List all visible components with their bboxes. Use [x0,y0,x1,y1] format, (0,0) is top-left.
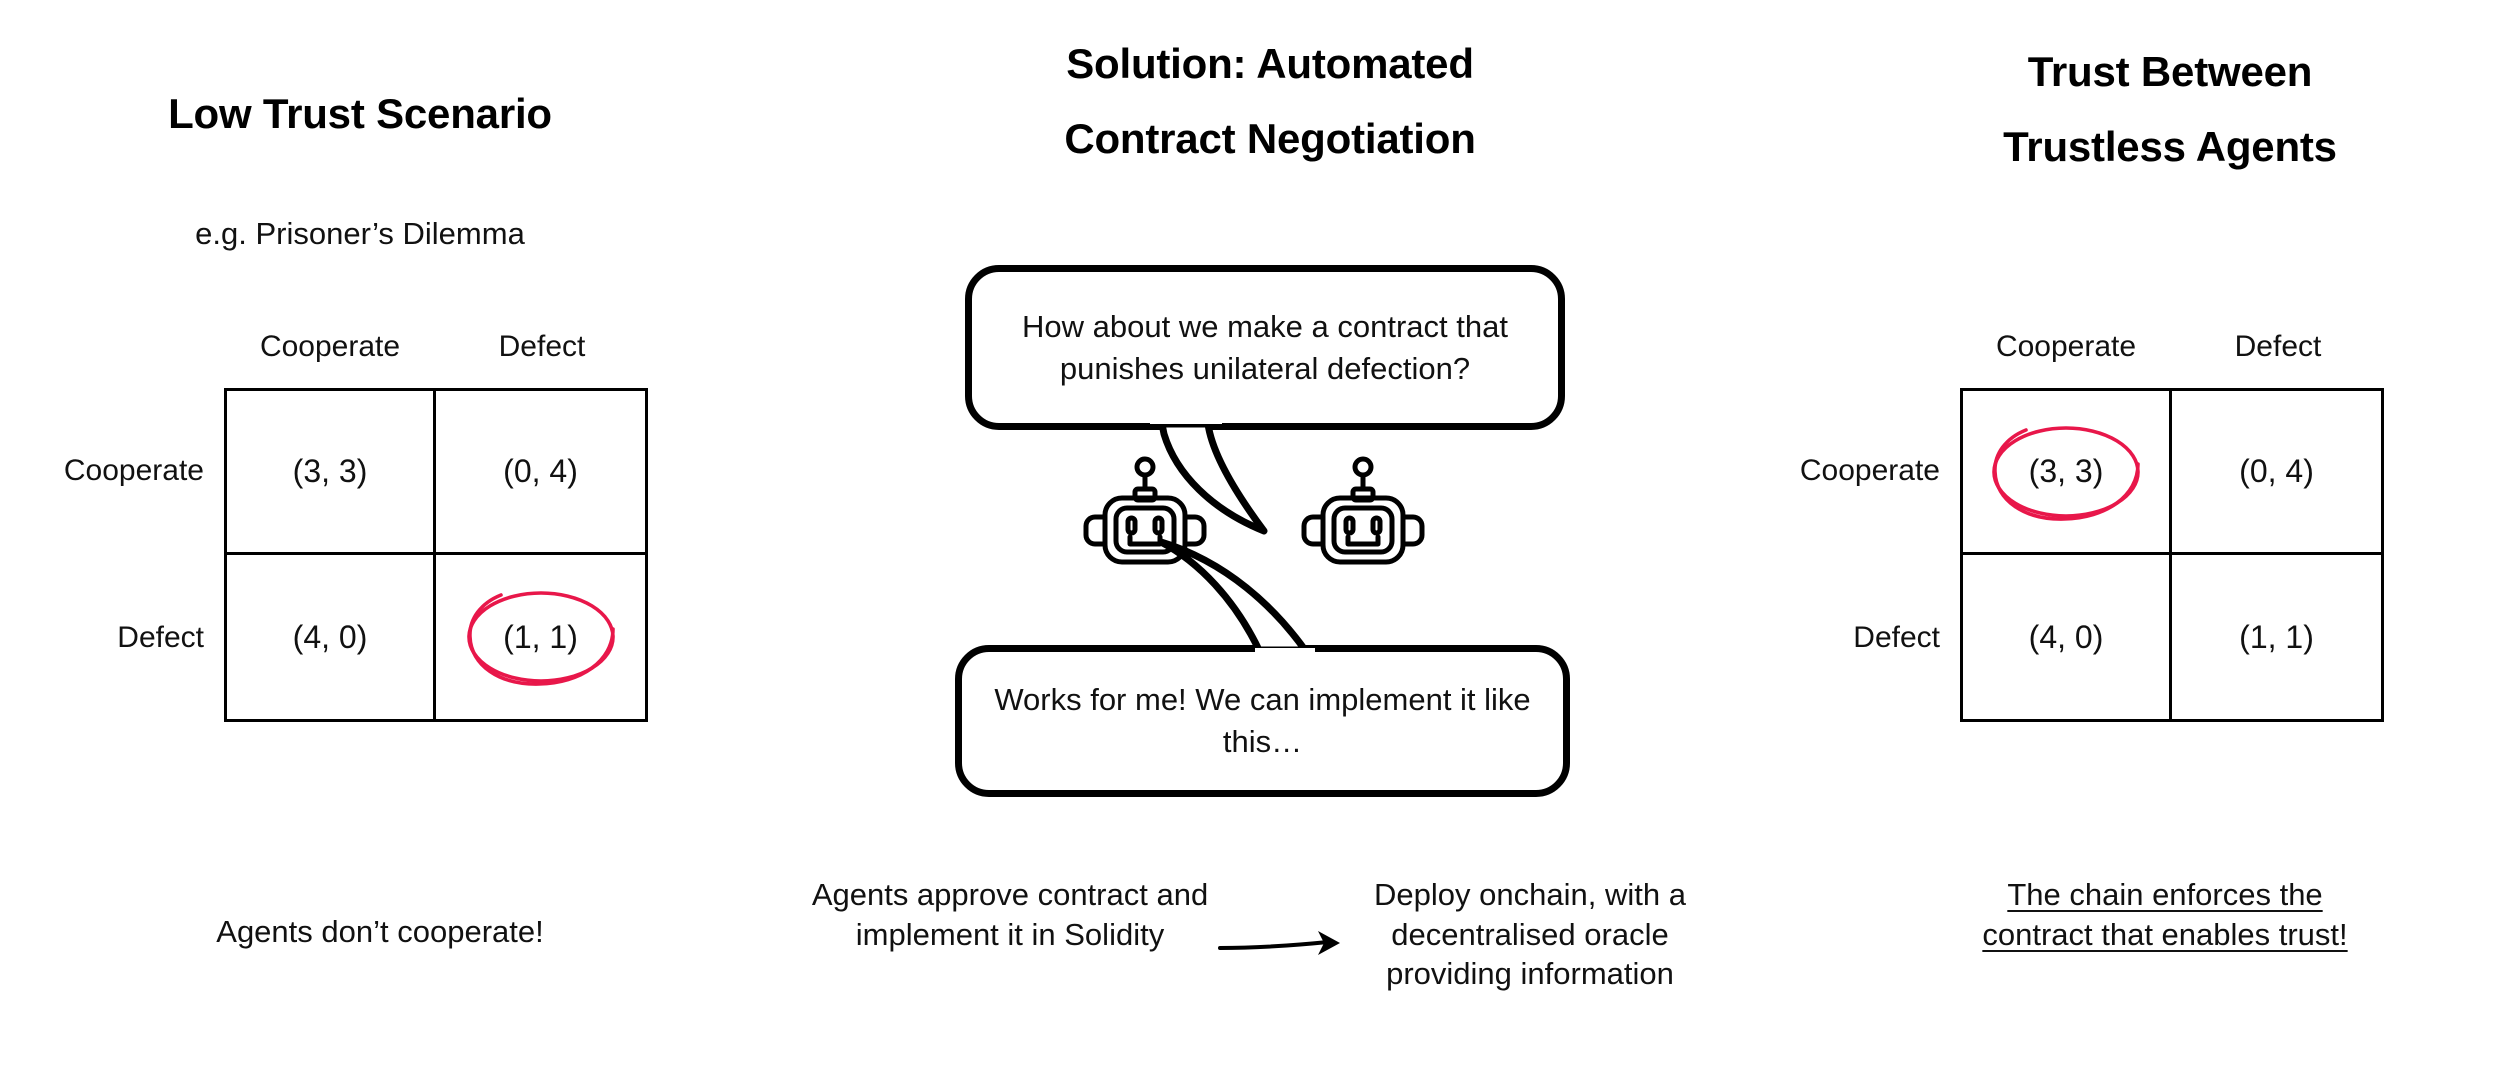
matrix-cell-dd: (1, 1) [2172,555,2381,719]
matrix-cell-cc: (3, 3) [1963,391,2172,555]
matrix-row-header-defect: Defect [1853,621,1940,654]
matrix-cell-value: (3, 3) [292,453,368,489]
matrix-cell-dd: (1, 1) [436,555,645,719]
left-panel-subtitle: e.g. Prisoner’s Dilemma [195,216,525,251]
middle-panel-title-line2: Contract Negotiation [1064,115,1476,162]
middle-panel-title-line1: Solution: Automated [1066,40,1474,87]
matrix-cell-dc: (4, 0) [227,555,436,719]
speech-bubble-top: How about we make a contract that punish… [965,265,1565,430]
matrix-col-header-cooperate: Cooperate [1995,330,2137,363]
robot-agent-right-icon [1301,456,1425,565]
matrix-cell-value: (3, 3) [2028,453,2104,489]
left-panel-title: Low Trust Scenario [168,90,552,137]
right-panel-title-line1: Trust Between [2027,48,2313,95]
right-arrow-icon [1218,931,1340,955]
matrix-cell-value: (0, 4) [503,453,578,489]
matrix-cell-cd: (0, 4) [2172,391,2381,555]
matrix-cell-value: (4, 0) [2028,618,2104,655]
matrix-cell-value: (4, 0) [292,618,368,655]
matrix-row-header-cooperate: Cooperate [63,454,204,487]
speech-bubble-bottom: Works for me! We can implement it like t… [955,645,1570,797]
matrix-row-header-defect: Defect [117,621,204,654]
right-panel-caption: The chain enforces the contract that ena… [1982,877,2348,952]
middle-footer-left: Agents approve contract and implement it… [811,877,1209,952]
left-panel-caption: Agents don’t cooperate! [216,914,544,949]
matrix-cell-value: (1, 1) [503,618,578,655]
matrix-cell-dc: (4, 0) [1963,555,2172,719]
matrix-col-header-cooperate: Cooperate [259,330,401,363]
matrix-cell-cd: (0, 4) [436,391,645,555]
matrix-cell-cc: (3, 3) [227,391,436,555]
matrix-cell-value: (1, 1) [2239,618,2314,655]
middle-footer-right: Deploy onchain, with a decentralised ora… [1374,877,1686,992]
speech-bubble-top-tail-icon [1150,418,1268,535]
speech-bubble-bottom-tail-icon [1157,538,1315,658]
matrix-col-header-defect: Defect [2234,330,2322,363]
matrix-col-header-defect: Defect [498,330,586,363]
right-panel-title-line2: Trustless Agents [2003,123,2337,170]
robot-agent-left-icon [1083,456,1207,565]
matrix-row-header-cooperate: Cooperate [1799,454,1940,487]
matrix-cell-value: (0, 4) [2239,453,2314,489]
